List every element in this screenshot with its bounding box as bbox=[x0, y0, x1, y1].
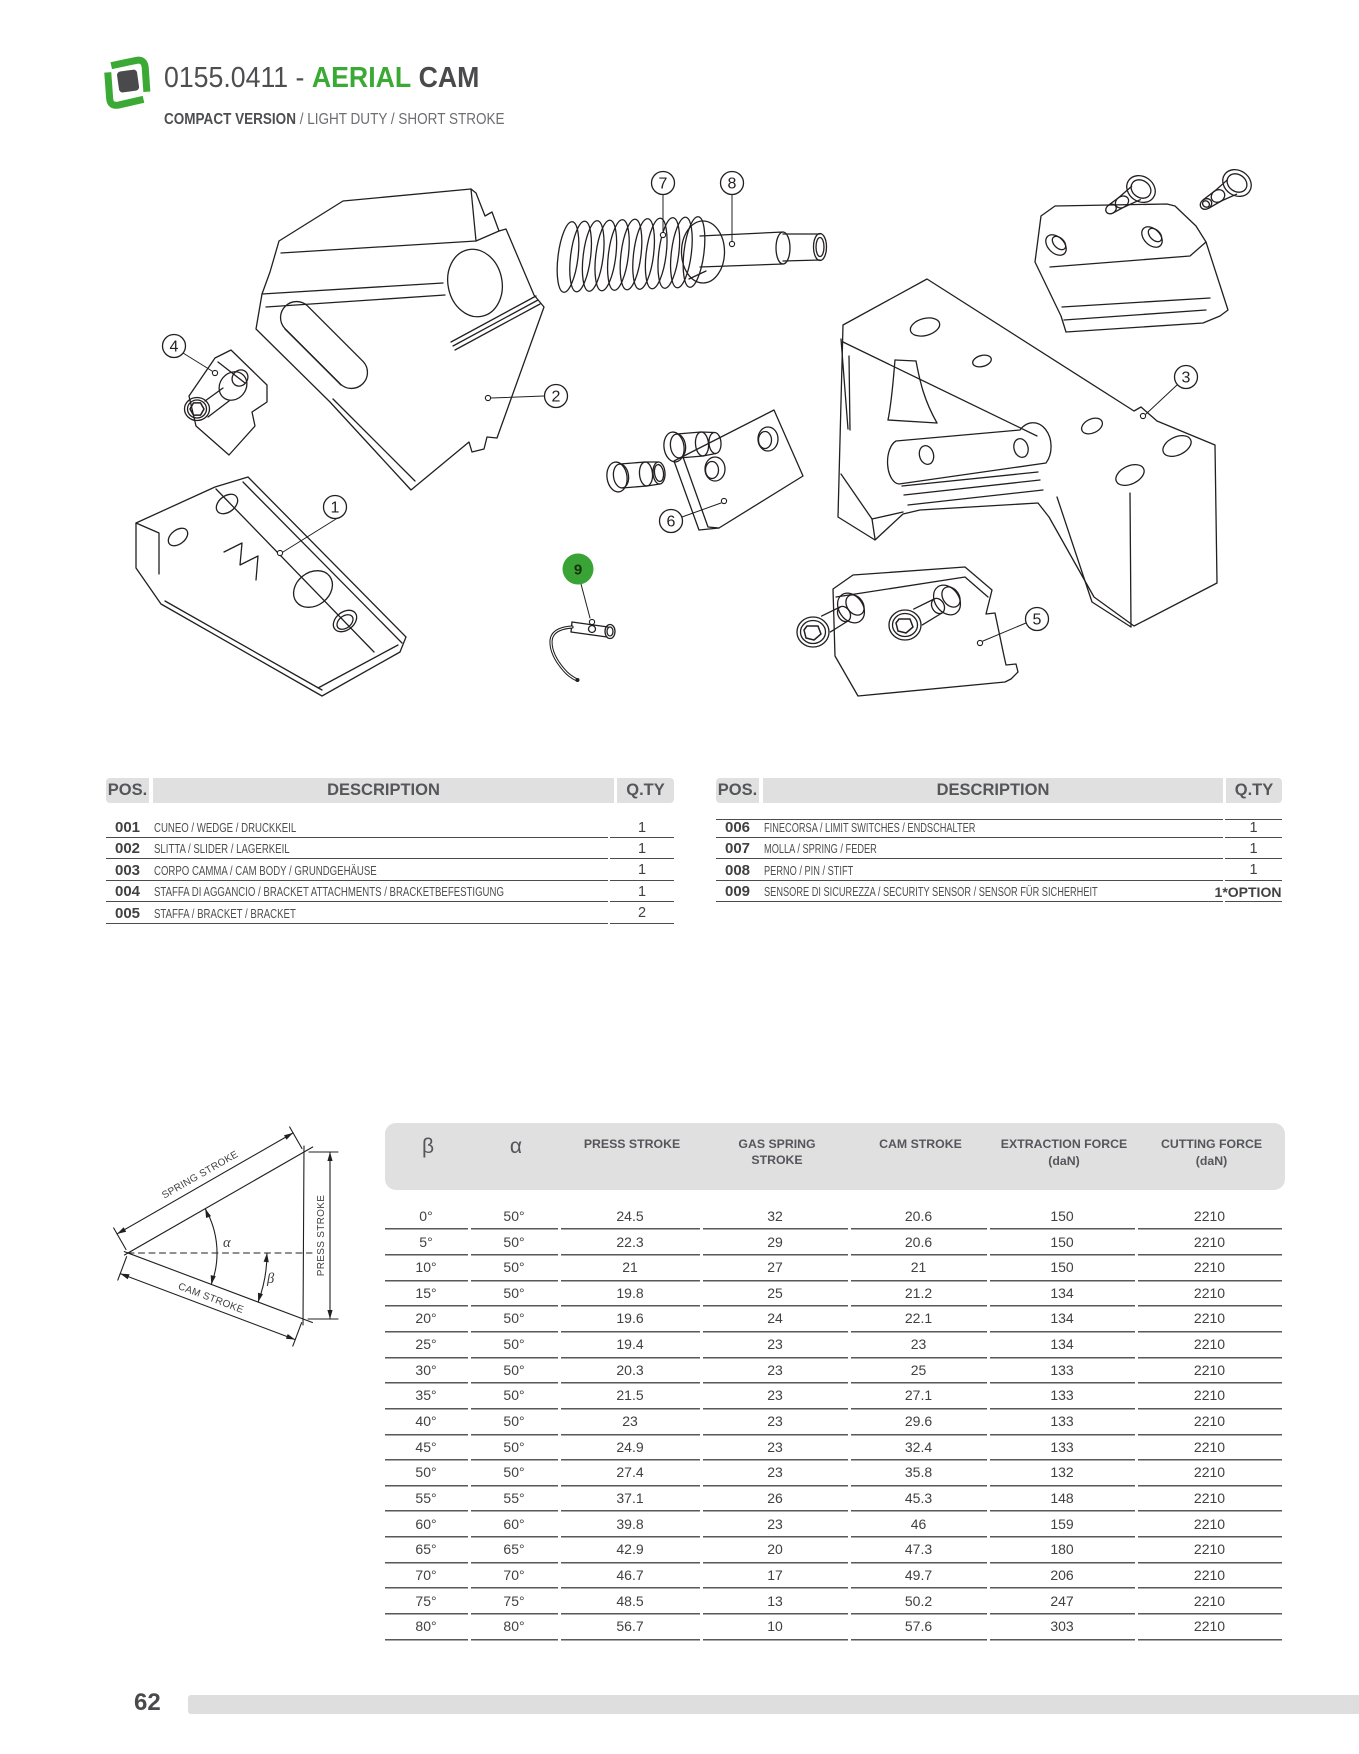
svg-text:7: 7 bbox=[659, 176, 668, 193]
svg-text:α: α bbox=[223, 1235, 231, 1251]
svg-text:8: 8 bbox=[728, 176, 737, 193]
svg-text:1: 1 bbox=[331, 500, 340, 517]
svg-text:PRESS STROKE: PRESS STROKE bbox=[316, 1195, 327, 1276]
svg-text:3: 3 bbox=[1182, 370, 1191, 387]
svg-text:4: 4 bbox=[170, 339, 179, 356]
svg-text:β: β bbox=[266, 1271, 275, 1287]
svg-text:6: 6 bbox=[667, 514, 676, 531]
svg-text:5: 5 bbox=[1033, 612, 1042, 629]
svg-text:9: 9 bbox=[574, 562, 582, 579]
svg-text:SPRING STROKE: SPRING STROKE bbox=[160, 1149, 240, 1201]
svg-text:2: 2 bbox=[552, 389, 561, 406]
